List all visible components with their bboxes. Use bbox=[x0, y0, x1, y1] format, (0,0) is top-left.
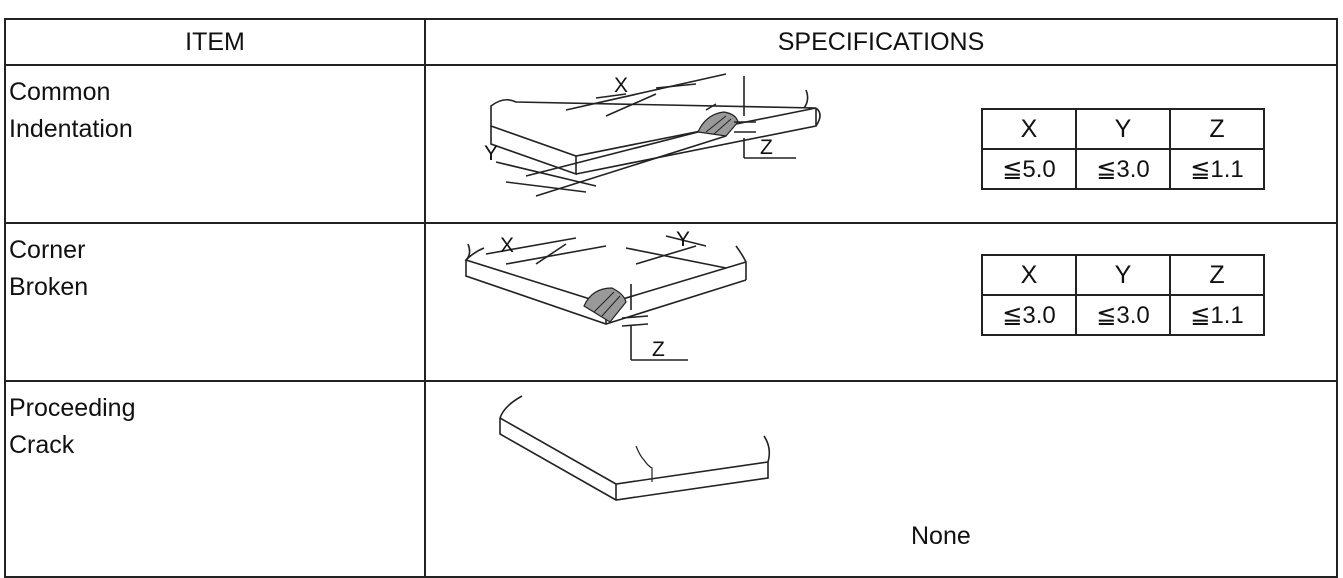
drawing-label-x: X bbox=[614, 74, 628, 97]
drawing-label-y: Y bbox=[484, 142, 498, 165]
dim-value-y: ≦3.0 bbox=[1075, 148, 1171, 190]
item-cell-common-indentation: Common Indentation bbox=[4, 64, 426, 224]
spec-cell-proceeding-crack: None bbox=[424, 380, 1338, 578]
dimension-header-row: X Y Z bbox=[981, 254, 1265, 296]
item-label-line: Indentation bbox=[9, 115, 133, 143]
item-cell-proceeding-crack: Proceeding Crack bbox=[4, 380, 426, 578]
specifications-header: SPECIFICATIONS bbox=[424, 18, 1338, 66]
specification-table: ITEM SPECIFICATIONS Common Indentation bbox=[4, 18, 1338, 578]
indentation-drawing: X Y Z bbox=[484, 73, 821, 197]
dimension-value-row: ≦5.0 ≦3.0 ≦1.1 bbox=[981, 148, 1265, 190]
dimension-header-row: X Y Z bbox=[981, 108, 1265, 150]
dim-header-y: Y bbox=[1075, 108, 1171, 150]
dim-header-y: Y bbox=[1075, 254, 1171, 296]
table-row: Corner Broken bbox=[4, 222, 1338, 382]
item-label-line: Crack bbox=[9, 431, 75, 459]
dim-value-y: ≦3.0 bbox=[1075, 294, 1171, 336]
drawing-label-z: Z bbox=[652, 338, 665, 361]
table-row: Proceeding Crack None bbox=[4, 380, 1338, 578]
item-label-line: Broken bbox=[9, 273, 89, 301]
crack-drawing bbox=[499, 395, 771, 501]
drawing-label-y: Y bbox=[676, 228, 690, 251]
spec-cell-corner-broken: X Y Z X Y Z ≦3.0 ≦3.0 ≦1.1 bbox=[424, 222, 1338, 382]
drawing-label-z: Z bbox=[760, 136, 773, 159]
dim-header-x: X bbox=[981, 108, 1077, 150]
dim-header-x: X bbox=[981, 254, 1077, 296]
header-row: ITEM SPECIFICATIONS bbox=[4, 18, 1338, 66]
dim-value-z: ≦1.1 bbox=[1169, 148, 1265, 190]
dimension-value-row: ≦3.0 ≦3.0 ≦1.1 bbox=[981, 294, 1265, 336]
dim-value-x: ≦5.0 bbox=[981, 148, 1077, 190]
dim-header-z: Z bbox=[1169, 108, 1265, 150]
dimension-table: X Y Z ≦5.0 ≦3.0 ≦1.1 bbox=[981, 108, 1265, 190]
dim-value-z: ≦1.1 bbox=[1169, 294, 1265, 336]
dimension-table: X Y Z ≦3.0 ≦3.0 ≦1.1 bbox=[981, 254, 1265, 336]
dim-value-x: ≦3.0 bbox=[981, 294, 1077, 336]
spec-cell-common-indentation: X Y Z X Y Z ≦5.0 ≦3.0 ≦1.1 bbox=[424, 64, 1338, 224]
drawing-label-x: X bbox=[500, 234, 514, 257]
result-none: None bbox=[911, 522, 971, 550]
item-label-line: Common bbox=[9, 78, 111, 106]
item-label-line: Proceeding bbox=[9, 394, 136, 422]
item-cell-corner-broken: Corner Broken bbox=[4, 222, 426, 382]
dim-header-z: Z bbox=[1169, 254, 1265, 296]
item-label-line: Corner bbox=[9, 236, 86, 264]
corner-broken-drawing: X Y Z bbox=[464, 228, 747, 361]
item-header: ITEM bbox=[4, 18, 426, 66]
table-row: Common Indentation bbox=[4, 64, 1338, 224]
